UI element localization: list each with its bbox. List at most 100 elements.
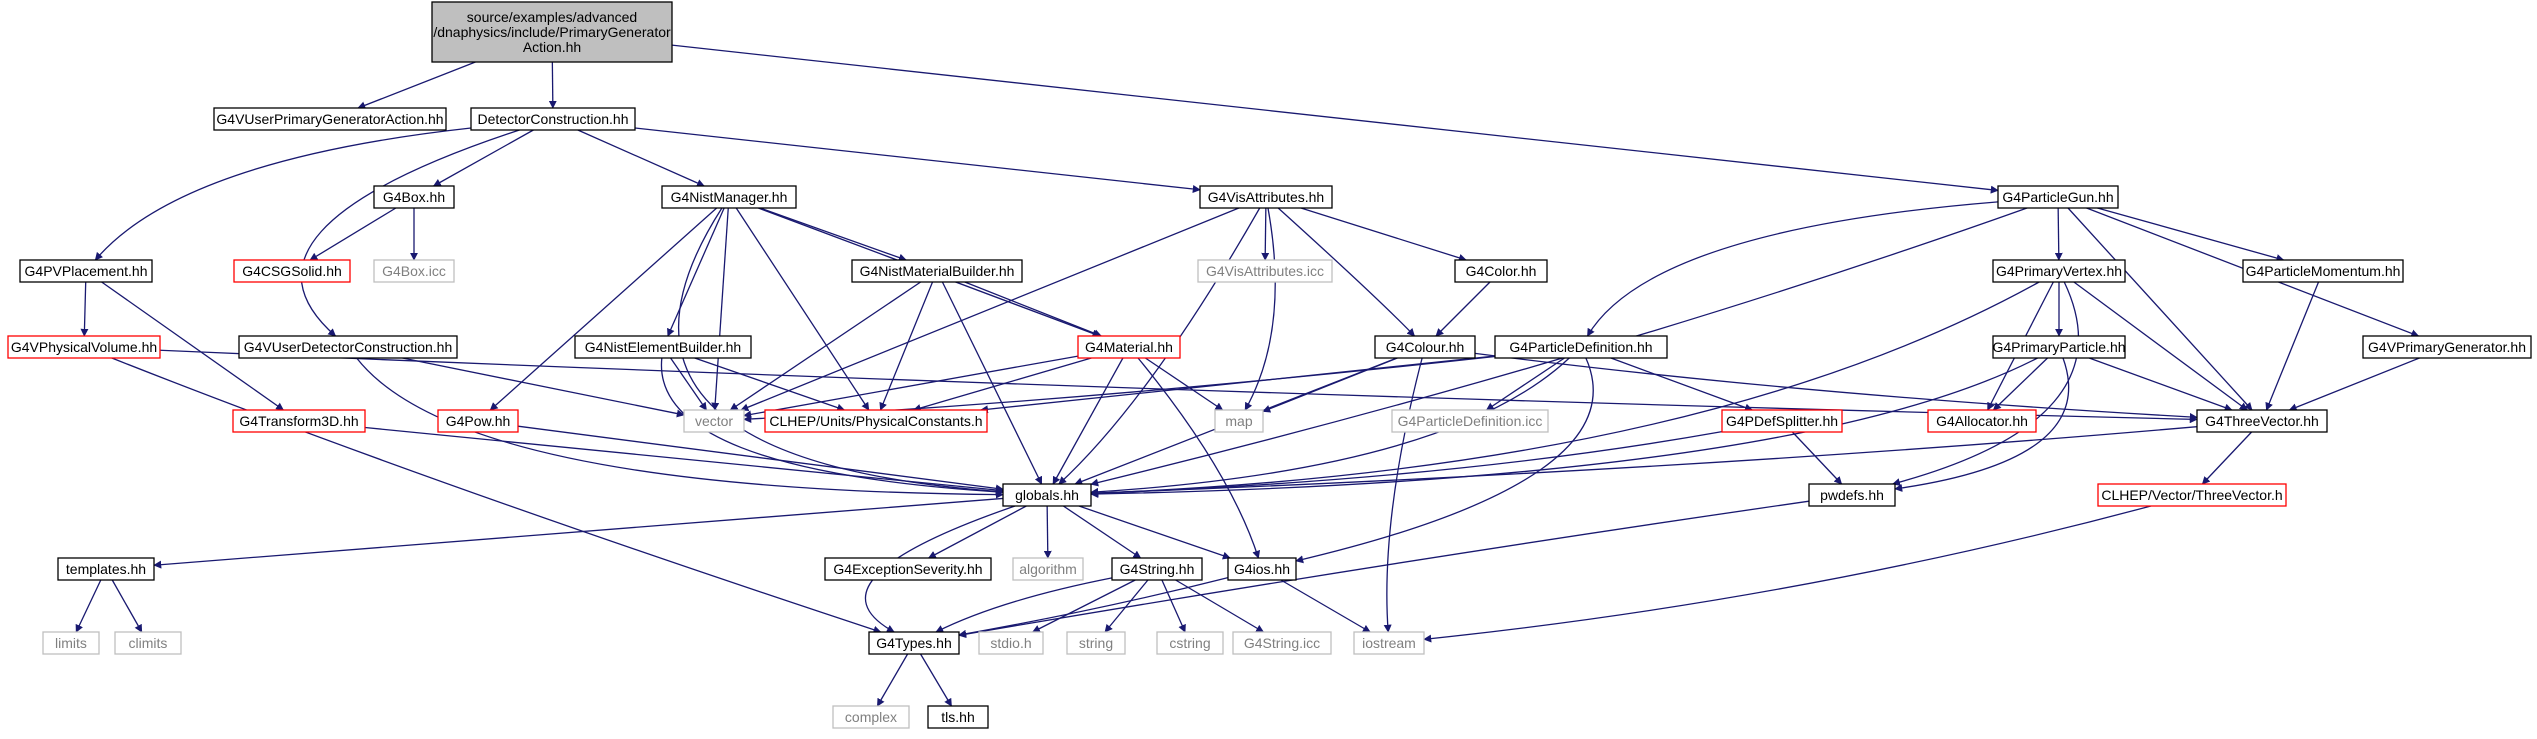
node-label: G4VisAttributes.icc bbox=[1206, 263, 1324, 279]
edge-g4vphysvol-to-g4types bbox=[111, 357, 882, 634]
node-label: G4ParticleGun.hh bbox=[2002, 189, 2113, 205]
edge-g4nist-to-vector bbox=[711, 207, 729, 411]
edge-g4visatt-to-g4color bbox=[1300, 207, 1467, 262]
node-globals[interactable]: globals.hh bbox=[1002, 483, 1092, 507]
edge-g4colour-to-iostream bbox=[1383, 357, 1423, 633]
node-layer: source/examples/advanced/dnaphysics/incl… bbox=[7, 1, 2532, 729]
edge-g4pdefsplit-to-pwdefs bbox=[1791, 431, 1843, 485]
node-clhepphys[interactable]: CLHEP/Units/PhysicalConstants.h bbox=[764, 409, 988, 433]
node-g4pdef[interactable]: G4ParticleDefinition.hh bbox=[1494, 335, 1668, 359]
node-g4vprimgen[interactable]: G4VPrimaryGenerator.hh bbox=[2362, 335, 2532, 359]
node-pwdefs[interactable]: pwdefs.hh bbox=[1808, 483, 1896, 507]
node-box bbox=[1199, 185, 1333, 209]
node-box bbox=[824, 557, 992, 581]
node-g4colour[interactable]: G4Colour.hh bbox=[1374, 335, 1476, 359]
node-g4pvplace[interactable]: G4PVPlacement.hh bbox=[19, 259, 153, 283]
node-box bbox=[1454, 259, 1548, 283]
node-g4boxicc: G4Box.icc bbox=[373, 259, 455, 283]
node-g4vudc[interactable]: G4VUserDetectorConstruction.hh bbox=[238, 335, 458, 359]
node-box bbox=[233, 259, 351, 283]
node-label: G4ParticleMomentum.hh bbox=[2246, 263, 2401, 279]
edge-detcons-to-g4nist bbox=[577, 129, 705, 187]
edge-g4primpart-to-g4alloc bbox=[1992, 357, 2049, 411]
node-g4ios[interactable]: G4ios.hh bbox=[1227, 557, 1297, 581]
node-g4pdefsplit[interactable]: G4PDefSplitter.hh bbox=[1721, 409, 1843, 433]
edge-globals-to-g4ios bbox=[1078, 505, 1231, 560]
node-templates[interactable]: templates.hh bbox=[57, 557, 155, 581]
edge-root-to-detcons bbox=[548, 61, 557, 109]
node-g4threevec[interactable]: G4ThreeVector.hh bbox=[2196, 409, 2328, 433]
node-label: G4ThreeVector.hh bbox=[2205, 413, 2319, 429]
node-box bbox=[19, 259, 153, 283]
node-g4nisteb[interactable]: G4NistElementBuilder.hh bbox=[574, 335, 752, 359]
node-box bbox=[373, 259, 455, 283]
node-label: CLHEP/Units/PhysicalConstants.h bbox=[769, 413, 982, 429]
node-climits: climits bbox=[114, 631, 182, 655]
node-label: source/examples/advanced bbox=[467, 9, 637, 25]
edge-g4box-to-g4csg bbox=[309, 207, 397, 261]
node-g4string[interactable]: G4String.hh bbox=[1111, 557, 1203, 581]
node-box bbox=[1997, 185, 2119, 209]
node-g4pmom[interactable]: G4ParticleMomentum.hh bbox=[2242, 259, 2404, 283]
node-label: G4ExceptionSeverity.hh bbox=[833, 561, 982, 577]
node-g4color[interactable]: G4Color.hh bbox=[1454, 259, 1548, 283]
node-label: G4NistElementBuilder.hh bbox=[585, 339, 741, 355]
node-box bbox=[2242, 259, 2404, 283]
node-label: G4Box.hh bbox=[383, 189, 445, 205]
node-g4visatt[interactable]: G4VisAttributes.hh bbox=[1199, 185, 1333, 209]
node-tls[interactable]: tls.hh bbox=[927, 705, 989, 729]
node-g4material[interactable]: G4Material.hh bbox=[1077, 335, 1181, 359]
node-g4primvtx[interactable]: G4PrimaryVertex.hh bbox=[1992, 259, 2126, 283]
node-clhepthreevec[interactable]: CLHEP/Vector/ThreeVector.h bbox=[2097, 483, 2287, 507]
node-root[interactable]: source/examples/advanced/dnaphysics/incl… bbox=[431, 1, 673, 63]
node-label: G4VPhysicalVolume.hh bbox=[11, 339, 157, 355]
node-label: tls.hh bbox=[941, 709, 974, 725]
node-label: G4String.icc bbox=[1244, 635, 1320, 651]
edge-g4string-to-stdio bbox=[1031, 579, 1136, 633]
node-label: stdio.h bbox=[990, 635, 1031, 651]
node-box bbox=[2196, 409, 2328, 433]
node-g4vupga[interactable]: G4VUserPrimaryGeneratorAction.hh bbox=[213, 107, 447, 131]
node-label: G4NistMaterialBuilder.hh bbox=[860, 263, 1015, 279]
edge-g4pvplace-to-g4vphysvol bbox=[80, 281, 89, 337]
node-g4trans3d[interactable]: G4Transform3D.hh bbox=[232, 409, 366, 433]
node-label: G4Material.hh bbox=[1085, 339, 1173, 355]
node-g4csg[interactable]: G4CSGSolid.hh bbox=[233, 259, 351, 283]
node-g4nistmb[interactable]: G4NistMaterialBuilder.hh bbox=[851, 259, 1023, 283]
node-g4pow[interactable]: G4Pow.hh bbox=[437, 409, 519, 433]
node-box bbox=[57, 557, 155, 581]
edge-g4nist-to-clhepphys bbox=[735, 207, 870, 411]
edge-g4pgun-to-g4pmom bbox=[2097, 207, 2285, 262]
node-g4excsev[interactable]: G4ExceptionSeverity.hh bbox=[824, 557, 992, 581]
node-g4alloc[interactable]: G4Allocator.hh bbox=[1927, 409, 2037, 433]
edge-globals-to-g4string bbox=[1062, 505, 1142, 559]
node-box bbox=[1232, 631, 1332, 655]
node-label: map bbox=[1225, 413, 1252, 429]
node-g4pdicc: G4ParticleDefinition.icc bbox=[1391, 409, 1549, 433]
edge-g4vprimgen-to-g4threevec bbox=[2288, 357, 2420, 412]
node-g4types[interactable]: G4Types.hh bbox=[868, 631, 960, 655]
edge-g4nisteb-to-vector bbox=[670, 357, 707, 411]
node-box bbox=[1156, 631, 1224, 655]
edge-g4string-to-g4stricc bbox=[1175, 579, 1265, 633]
node-label: G4VUserPrimaryGeneratorAction.hh bbox=[216, 111, 443, 127]
node-label: CLHEP/Vector/ThreeVector.h bbox=[2101, 487, 2282, 503]
node-g4primpart[interactable]: G4PrimaryParticle.hh bbox=[1992, 335, 2126, 359]
node-label: G4Transform3D.hh bbox=[239, 413, 358, 429]
edge-templates-to-limits bbox=[75, 579, 102, 633]
node-g4nist[interactable]: G4NistManager.hh bbox=[661, 185, 797, 209]
edge-g4nisteb-to-globals bbox=[660, 357, 1004, 496]
node-label: G4NistManager.hh bbox=[671, 189, 788, 205]
node-detcons[interactable]: DetectorConstruction.hh bbox=[470, 107, 636, 131]
edge-g4primvtx-to-g4threevec bbox=[2073, 281, 2248, 411]
node-g4box[interactable]: G4Box.hh bbox=[373, 185, 455, 209]
edge-detcons-to-g4vudc bbox=[300, 129, 520, 337]
node-algorithm: algorithm bbox=[1012, 557, 1084, 581]
node-g4pgun[interactable]: G4ParticleGun.hh bbox=[1997, 185, 2119, 209]
node-g4vphysvol[interactable]: G4VPhysicalVolume.hh bbox=[7, 335, 161, 359]
node-box bbox=[1002, 483, 1092, 507]
edge-g4pgun-to-g4primvtx bbox=[2054, 207, 2063, 261]
edge-g4primpart-to-globals bbox=[1090, 357, 2038, 498]
